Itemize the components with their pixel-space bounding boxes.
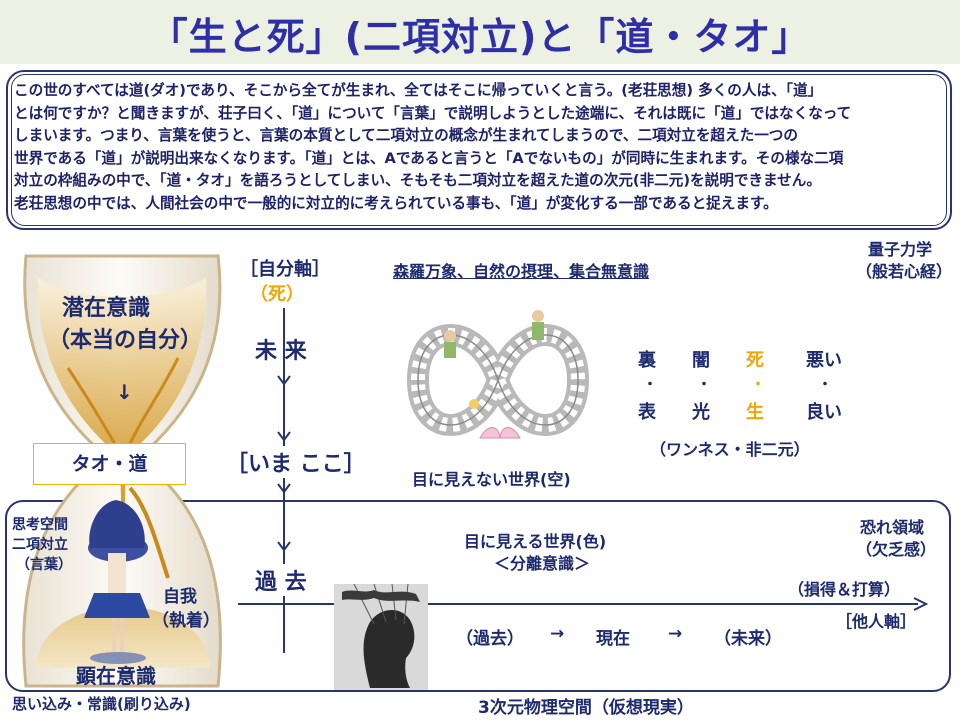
timeline-arrow-icon: → xyxy=(668,624,683,644)
pair-dot: ・ xyxy=(751,377,765,393)
intro-box-inner xyxy=(11,74,947,226)
beliefs-label: 思い込み・常識(刷り込み) xyxy=(12,695,191,713)
heart-sutra-label: （般若心経） xyxy=(856,262,953,281)
calculation-label: （損得＆打算） xyxy=(788,580,901,599)
timeline-past-label: （過去） xyxy=(456,629,524,649)
hourglass-illustration xyxy=(22,254,222,688)
invisible-world-label: 目に見えない世界(空) xyxy=(412,470,571,489)
quantum-label: 量子力学 xyxy=(868,240,933,259)
separation-label: ＜分離意識＞ xyxy=(494,554,591,573)
title-bar xyxy=(0,0,960,64)
intro-line: 対立の枠組みの中で、「道・タオ」を語ろうとしてしまい、そもそも二項対立を超えた道… xyxy=(14,172,821,189)
page-title: 「生と死」(二項対立)と「道・タオ」 xyxy=(149,15,811,59)
puppet-head-illustration xyxy=(334,584,428,690)
oneness-label: （ワンネス・非二元） xyxy=(650,440,810,459)
pair-dot: ・ xyxy=(697,377,711,393)
intro-line: 老荘思想の中では、人間社会の中で一般的に対立的に考えられている事も、「道」が変化… xyxy=(14,194,778,212)
pair-bottom-2: 光 xyxy=(692,402,710,423)
right-arrowhead-icon xyxy=(913,597,929,611)
latent-consciousness-label: 潜在意識 xyxy=(62,296,151,321)
visible-world-box xyxy=(5,500,951,692)
words-label: （言葉） xyxy=(16,557,72,573)
timeline-arrow-icon: → xyxy=(550,624,565,644)
timeline-arrow-past xyxy=(277,541,291,552)
pair-top-2: 闇 xyxy=(692,350,710,371)
self-axis-label: ［自分軸］ xyxy=(240,259,330,280)
true-self-label: （本当の自分） xyxy=(48,328,203,353)
intro-line: しまいます。つまり、言葉を使うと、言葉の本質として二項対立の概念が生まれてしまう… xyxy=(14,127,798,144)
thought-space-label: 思考空間 xyxy=(12,517,68,533)
intro-text: この世のすべては道(ダオ)であり、そこから全てが生まれ、全てはそこに帰っていくと… xyxy=(14,80,948,215)
physical-space-label: 3次元物理空間（仮想現実） xyxy=(472,693,700,718)
tao-box: タオ・道 xyxy=(33,443,186,485)
intro-line: 世界である「道」が説明出来なくなります。「道」とは、Aであると言うと「Aでないも… xyxy=(14,149,844,167)
manifest-consciousness-label: 顕在意識 xyxy=(76,664,156,688)
timeline-present-label: 現在 xyxy=(596,629,630,649)
pair-top-3: 死 xyxy=(746,350,764,371)
intro-line: この世のすべては道(ダオ)であり、そこから全てが生まれ、全てはそこに帰っていくと… xyxy=(14,82,823,99)
future-label: 未 来 xyxy=(255,339,307,364)
pair-bottom-1: 表 xyxy=(638,402,656,423)
dualism-label: 二項対立 xyxy=(12,537,68,553)
visible-world-label: 目に見える世界(色) xyxy=(464,532,607,551)
intro-box-outer xyxy=(6,70,952,230)
tao-label: タオ・道 xyxy=(71,453,148,475)
pair-dot: ・ xyxy=(643,377,657,393)
pair-top-4: 悪い xyxy=(806,350,842,371)
pair-bottom-3: 生 xyxy=(746,402,764,423)
death-label: （死） xyxy=(250,284,304,305)
vertical-axis-line xyxy=(283,308,285,653)
intro-line: とは何ですか？と聞きますが、荘子曰く、「道」について「言葉」で説明しようとした途… xyxy=(14,104,852,122)
timeline-arrows xyxy=(277,375,291,494)
horizontal-axis-line xyxy=(238,603,918,605)
past-label: 過 去 xyxy=(255,564,307,596)
lack-label: （欠乏感） xyxy=(856,540,937,559)
timeline-future-label: （未来） xyxy=(714,629,782,649)
infinity-film-illustration xyxy=(406,310,590,439)
other-axis-label: ［他人軸］ xyxy=(836,612,917,631)
nature-heading: 森羅万象、自然の摂理、集合無意識 xyxy=(393,262,650,281)
now-here-label: ［いま ここ］ xyxy=(226,446,366,478)
attachment-label: （執着） xyxy=(152,611,220,631)
ego-label: 自我 xyxy=(163,587,197,607)
pair-bottom-4: 良い xyxy=(806,402,842,423)
pair-top-1: 裏 xyxy=(638,350,656,371)
fear-label: 恐れ領域 xyxy=(860,518,925,537)
down-arrow-icon: ↓ xyxy=(116,380,133,404)
pair-dot: ・ xyxy=(818,377,832,393)
